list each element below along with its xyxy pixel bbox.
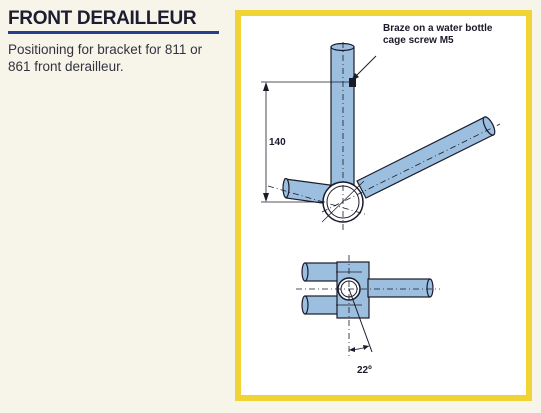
angle-arrow-right [363,345,369,350]
top-view-tube-right-end [426,278,434,298]
braze-label-line2: cage screw M5 [383,35,454,46]
top-view-tube-upper-left [304,262,339,282]
description-text: Positioning for bracket for 811 or 861 f… [8,42,203,74]
braze-on-boss [349,78,356,87]
diagram-frame [235,10,532,401]
top-view-tube-lower-left-end [301,295,309,315]
title-underline [8,31,219,34]
down-tube-centerline [267,185,369,216]
chain-stay-end [482,116,496,136]
angle-arrow-left [349,347,355,352]
dimension-arrow-bottom [263,193,269,202]
top-view-tube-lower-left [304,295,339,315]
dimension-arrow-top [263,82,269,91]
angle-value: 22º [357,365,372,376]
chain-stay-centerline [321,123,501,213]
seat-tube-end [330,42,355,52]
braze-label-line1: Braze on a water bottle [383,23,493,34]
angle-line [348,288,373,353]
top-view-tube-upper-left-end [301,262,309,282]
dimension-value: 140 [269,137,286,148]
seat-tube [330,46,355,191]
side-view: 140 Braze on a water bottle cage screw M… [261,23,501,233]
braze-leader-arrow [351,73,359,81]
top-view: 22º [296,255,440,376]
top-view-tube-right [367,278,431,298]
down-tube-end [282,177,290,199]
bb-cross-line [321,180,365,223]
section-title: FRONT DERAILLEUR [8,8,197,29]
